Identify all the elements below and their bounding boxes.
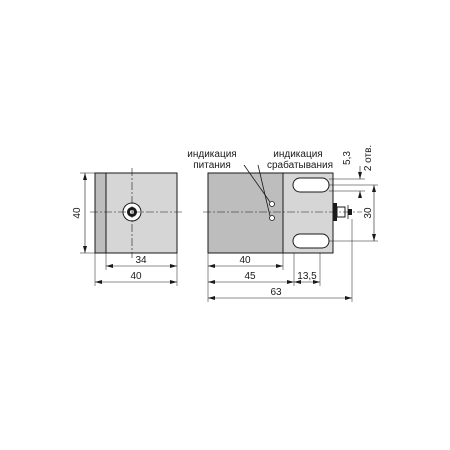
dim-side-body-length-label: 40 [239,255,251,266]
side-view [203,172,362,254]
side-view-housing [207,172,284,254]
dim-connector: 13,5 [294,253,321,286]
label-power-indication-1: индикация [187,149,236,160]
dim-front-width: 40 [94,253,177,286]
dim-overall-length-label: 63 [270,287,282,298]
dim-front-inner-width: 34 [105,253,178,286]
front-view [90,168,182,258]
label-switch-indication-2: срабатывания [267,159,333,171]
mounting-slot-bottom [292,233,330,249]
dim-side-45-label: 45 [244,271,256,282]
dim-connector-label: 13,5 [297,271,317,282]
dim-hole-spacing: 30 [329,184,378,242]
dim-hole-diameter: 5,3 2 отв. [329,145,374,198]
dim-hole-spacing-label: 30 [363,207,374,219]
indicator-leaders [243,164,271,217]
label-power-indication-2: питания [193,160,231,171]
switch-led [269,215,275,221]
dim-front-width-label: 40 [130,271,142,282]
dim-side-body-length: 40 [207,253,284,302]
holes-note-label: 2 отв. [363,145,374,171]
dim-overall-length: 63 [208,219,353,302]
power-led [269,201,275,207]
label-switch-indication-1: индикация [273,149,322,160]
dim-side-45: 45 [208,253,295,286]
dim-front-height-label: 40 [72,207,83,219]
front-view-face [105,172,178,254]
mounting-slot-top [292,177,330,193]
dim-front-height: 40 [72,172,95,254]
dim-front-inner-width-label: 34 [135,255,147,266]
dim-hole-diameter-label: 5,3 [342,151,353,165]
